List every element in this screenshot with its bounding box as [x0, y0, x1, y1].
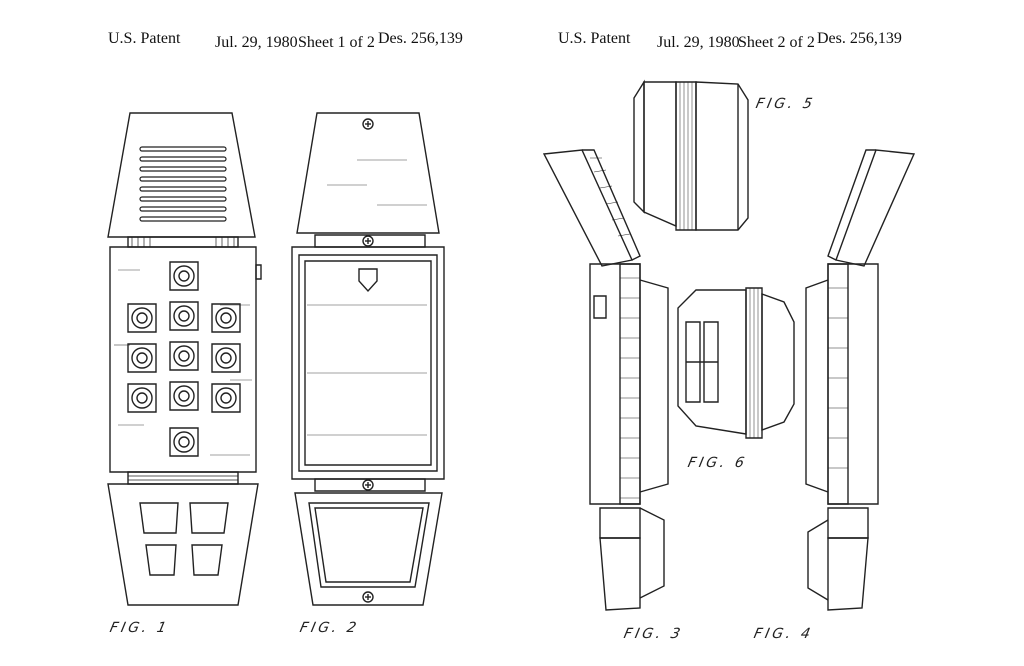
fig-5-label: FIG. 5	[754, 96, 817, 112]
battery-door	[299, 255, 437, 471]
sheet-indicator: Sheet 1 of 2	[298, 34, 375, 51]
patent-sheet-2: U.S. Patent Jul. 29, 1980 Sheet 2 of 2 D…	[512, 0, 1024, 666]
fig-1-drawing	[100, 105, 270, 610]
fig-6-drawing	[676, 286, 796, 441]
patent-label: U.S. Patent	[558, 30, 631, 47]
sheet-indicator: Sheet 2 of 2	[738, 34, 815, 51]
patent-sheet-1: U.S. Patent Jul. 29, 1980 Sheet 1 of 2 D…	[0, 30, 463, 636]
keypad-button	[128, 384, 156, 412]
keypad-button	[170, 428, 198, 456]
keypad-button	[212, 344, 240, 372]
fig-4-label: FIG. 4	[752, 626, 815, 642]
fig1-base	[108, 484, 258, 605]
fig1-speaker-cap	[108, 113, 255, 237]
patent-date: Jul. 29, 1980	[215, 34, 298, 51]
speaker-grille	[140, 147, 226, 221]
keypad-button	[170, 302, 198, 330]
fig-6-label: FIG. 6	[686, 455, 749, 471]
fig-5-drawing	[632, 80, 762, 240]
fig1-hinge-top	[128, 237, 238, 247]
base-windows	[140, 503, 228, 575]
patent-number: Des. 256,139	[817, 30, 902, 47]
keypad	[128, 262, 240, 456]
keypad-button	[170, 382, 198, 410]
fig-3-drawing	[542, 148, 672, 618]
patent-date: Jul. 29, 1980	[657, 34, 740, 51]
fig-4-drawing	[804, 148, 924, 618]
fig-2-label: FIG. 2	[298, 620, 361, 636]
fig2-base	[295, 493, 442, 605]
fig-3-label: FIG. 3	[622, 626, 685, 642]
fig2-body	[292, 247, 444, 479]
fig2-top-cap	[297, 113, 439, 233]
fig1-hinge-bottom	[128, 472, 238, 484]
patent-number: Des. 256,139	[378, 30, 463, 47]
keypad-button	[128, 344, 156, 372]
fig-2-drawing	[287, 105, 457, 610]
keypad-button	[128, 304, 156, 332]
shading-lines	[114, 270, 252, 455]
keypad-button	[212, 304, 240, 332]
latch	[359, 269, 377, 291]
keypad-button	[212, 384, 240, 412]
keypad-button	[170, 262, 198, 290]
patent-label: U.S. Patent	[108, 30, 181, 47]
keypad-button	[170, 342, 198, 370]
fig-1-label: FIG. 1	[108, 620, 171, 636]
